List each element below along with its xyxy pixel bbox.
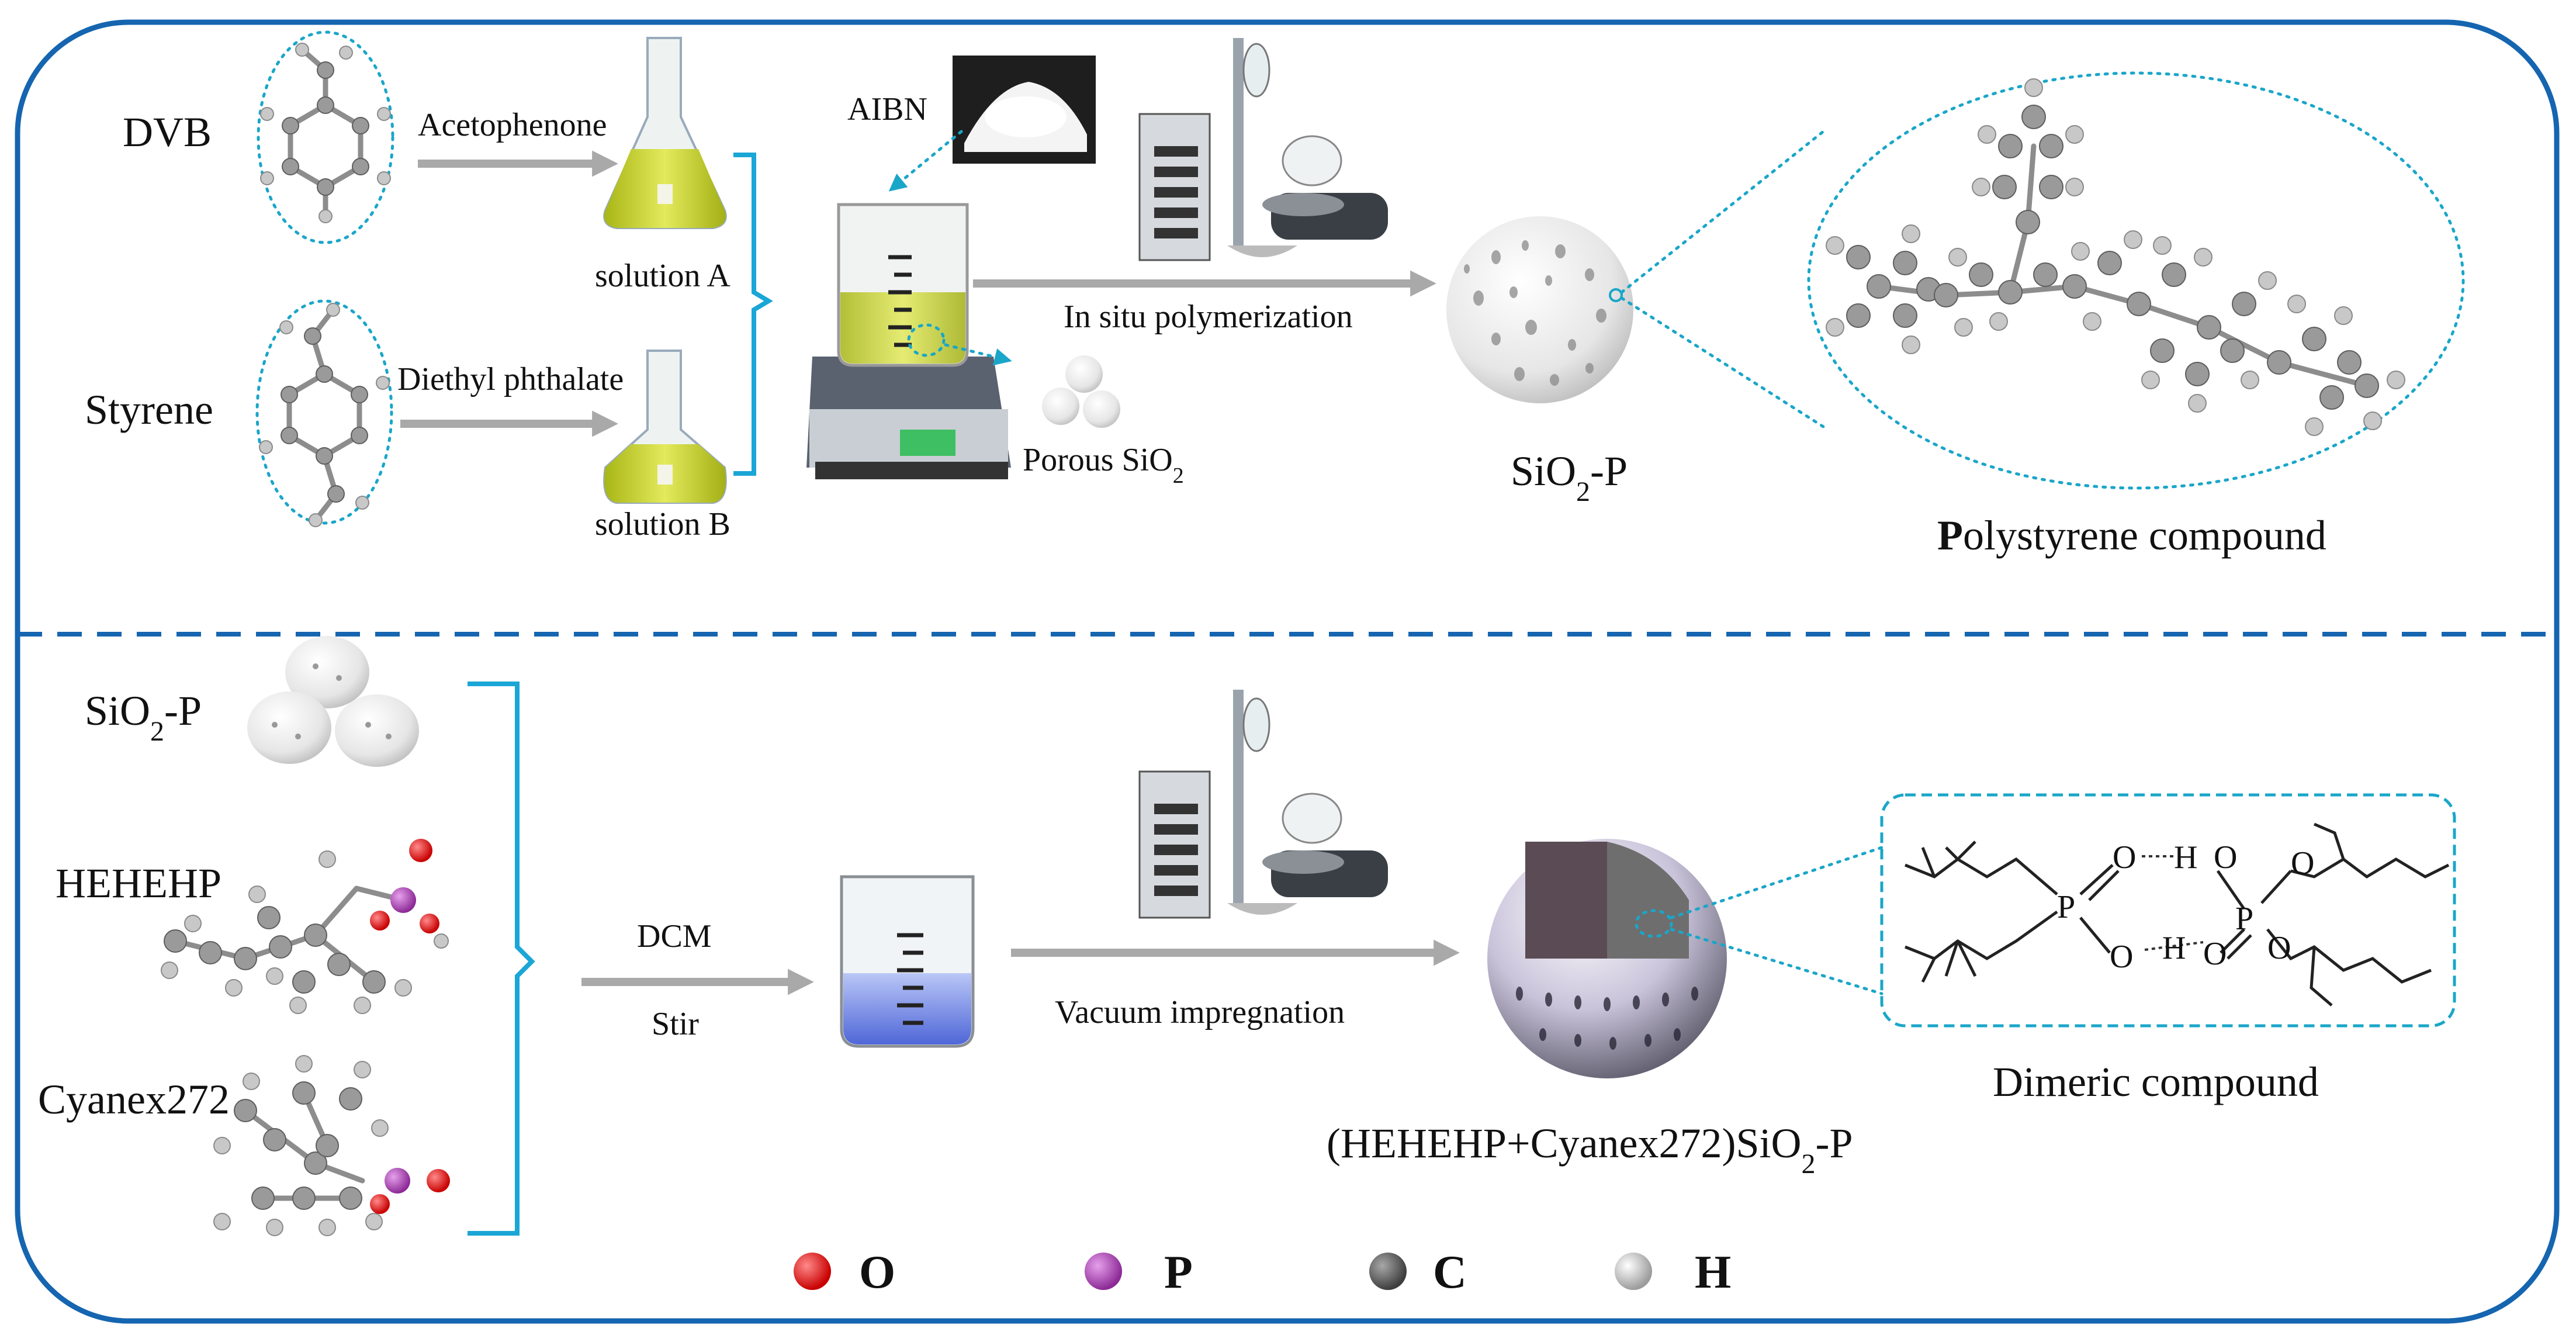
h-atom-lower: H [2162, 930, 2186, 966]
dimer-zoom-point [1635, 909, 1673, 938]
o-atom-left-hydroxyl: O [2110, 939, 2133, 975]
outer-frame [15, 19, 2560, 1324]
o-atom-right-double: O [2203, 936, 2227, 972]
rotary-evaporator-bottom [1138, 690, 1388, 919]
stir-label: Stir [652, 1006, 699, 1042]
sio2-p-input-particles [247, 636, 419, 767]
magnetic-stirrer [806, 203, 1011, 479]
final-product-sphere [1487, 839, 1727, 1078]
h-atom-upper: H [2174, 839, 2197, 876]
solution-b-label: solution B [595, 506, 730, 542]
flask-a [603, 37, 727, 229]
o-atom-left-double: O [2113, 839, 2136, 876]
acetophenone-label: Acetophenone [418, 107, 607, 143]
p-atom-left: P [2057, 889, 2075, 925]
atom-legend: O P C H [794, 1247, 1731, 1298]
legend-carbon-label: C [1433, 1247, 1467, 1298]
dimer-zoom-line-lower [1670, 928, 1883, 995]
zoom-line-lower [1620, 296, 1825, 428]
hehehp-molecule [161, 839, 449, 1014]
dvb-molecule [257, 30, 394, 244]
legend-carbon-icon [1369, 1253, 1407, 1290]
dimeric-label: Dimeric compound [1993, 1059, 2319, 1105]
zoom-arrow [944, 343, 1012, 366]
hehehp-label: HEHEHP [56, 860, 221, 907]
porous-sio2-label: Porous SiO2 [1023, 442, 1184, 488]
cyanex-label: Cyanex272 [38, 1076, 230, 1123]
vacuum-label: Vacuum impregnation [1055, 994, 1345, 1030]
legend-phosphorus-icon [1085, 1253, 1122, 1290]
sio2-p-label: SiO2-P [1511, 448, 1628, 507]
sio2-p-input-label: SiO2-P [85, 687, 202, 747]
legend-hydrogen-icon [1615, 1253, 1652, 1290]
rotary-evaporator-top [1138, 38, 1388, 261]
legend-phosphorus-label: P [1164, 1247, 1193, 1298]
porous-sio2-particles [1042, 355, 1120, 428]
cyanex-molecule [213, 1055, 450, 1236]
dvb-label: DVB [123, 109, 212, 155]
impregnation-beaker [840, 875, 975, 1048]
combine-bracket-top [733, 153, 773, 476]
o-atom-ester-upper: O [2291, 845, 2314, 881]
styrene-molecule [255, 299, 393, 527]
dcm-label: DCM [637, 918, 712, 954]
polystyrene-compound-model [1807, 71, 2465, 490]
polystyrene-label: Polystyrene compound [1937, 512, 2326, 559]
legend-oxygen-icon [794, 1253, 831, 1290]
styrene-label: Styrene [85, 386, 213, 433]
aibn-powder-image [953, 56, 1096, 164]
in-situ-label: In situ polymerization [1064, 299, 1353, 335]
legend-hydrogen-label: H [1695, 1247, 1731, 1298]
dimeric-compound-structure: P O O H O H P O O O [1880, 793, 2456, 1028]
solution-a-label: solution A [595, 258, 730, 294]
zoom-circle [907, 323, 946, 357]
aibn-arrow [888, 130, 963, 192]
final-product-label: (HEHEHP+Cyanex272)SiO2-P [1327, 1120, 1853, 1180]
flask-b [603, 350, 727, 504]
p-atom-right: P [2235, 901, 2253, 937]
dimer-zoom-line-upper [1670, 846, 1883, 919]
zoom-line-upper [1620, 130, 1825, 294]
legend-oxygen-label: O [859, 1247, 895, 1298]
aibn-label: AIBN [847, 91, 927, 127]
sio2-p-sphere [1446, 216, 1633, 403]
o-atom-right-hydroxyl: O [2214, 839, 2237, 876]
o-atom-ester-lower: O [2267, 930, 2291, 966]
combine-bracket-bottom [468, 682, 535, 1236]
diethyl-phthalate-label: Diethyl phthalate [397, 361, 624, 397]
polymer-zoom-point [1609, 288, 1623, 302]
